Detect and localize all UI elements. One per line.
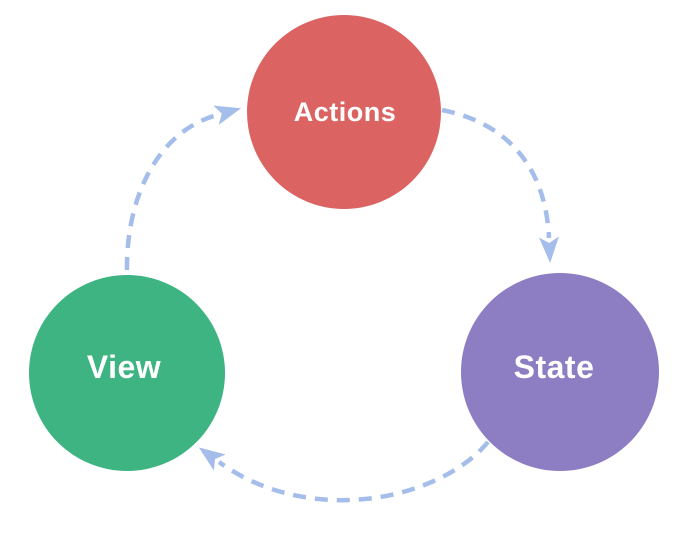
node-actions-label: Actions xyxy=(294,97,397,127)
node-actions xyxy=(247,15,441,209)
node-view xyxy=(29,275,225,471)
arrow-state-to-view xyxy=(198,440,490,503)
arrow-actions-to-state xyxy=(441,107,559,263)
node-state xyxy=(461,273,659,471)
node-view-label: View xyxy=(87,349,161,385)
node-state-label: State xyxy=(514,349,595,385)
arrow-view-to-actions xyxy=(124,105,242,271)
